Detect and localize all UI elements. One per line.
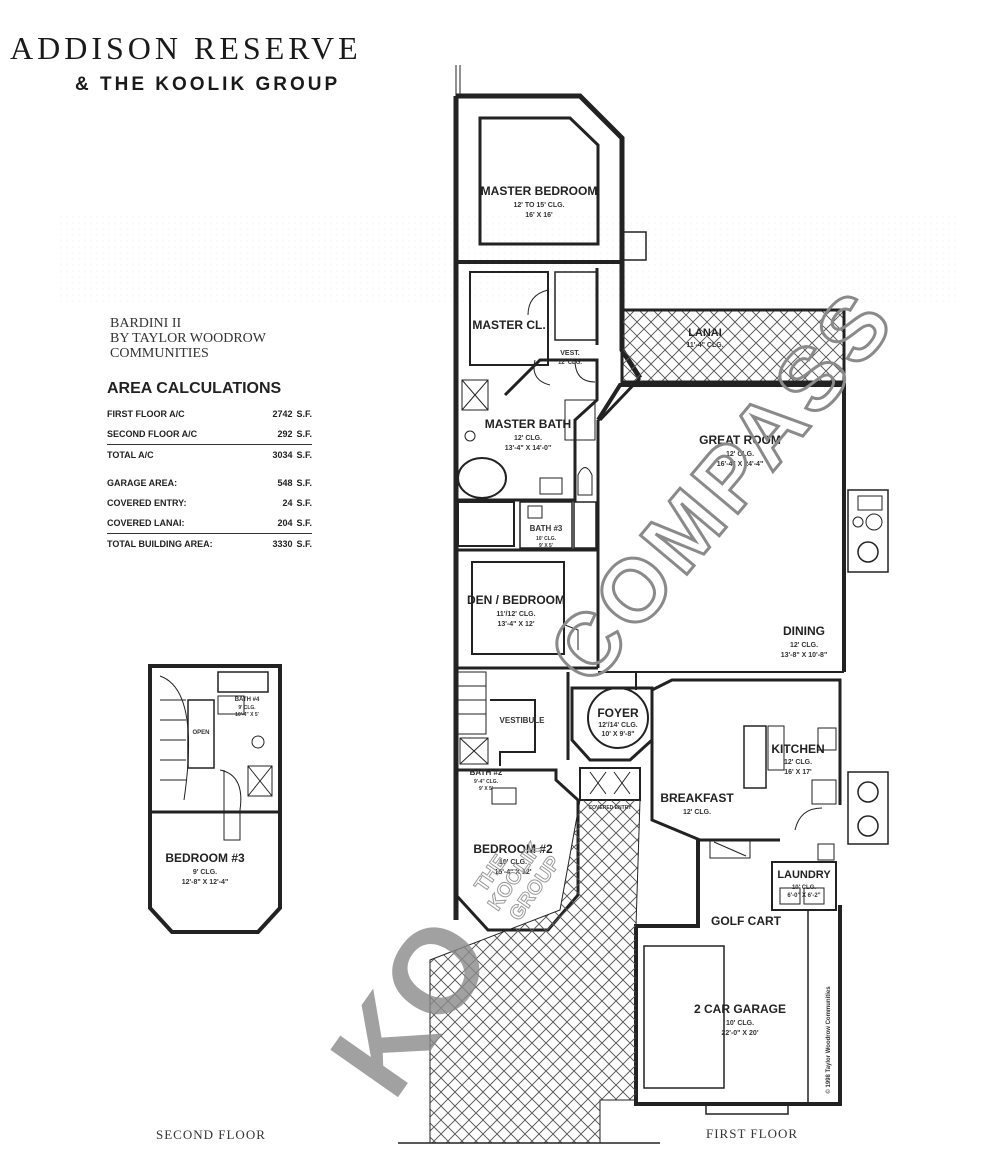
open-label: OPEN: [192, 730, 209, 736]
area-label: TOTAL BUILDING AREA:: [107, 539, 213, 549]
svg-text:9' CLG.: 9' CLG.: [193, 869, 217, 876]
kitchen-label: KITCHEN: [771, 742, 824, 756]
copyright-label: © 1998 Taylor Woodrow Communities: [825, 986, 832, 1094]
svg-text:13'-4" X 14'-0": 13'-4" X 14'-0": [505, 445, 552, 452]
svg-text:12'-8" X 12'-4": 12'-8" X 12'-4": [182, 879, 229, 886]
master-bath-label: MASTER BATH: [485, 417, 571, 431]
svg-text:9' CLG.: 9' CLG.: [238, 705, 256, 711]
area-unit: S.F.: [296, 429, 312, 439]
area-unit: S.F.: [296, 450, 312, 460]
svg-text:10' CLG.: 10' CLG.: [792, 885, 816, 891]
master-closet-label: MASTER CL.: [472, 318, 545, 332]
area-title: AREA CALCULATIONS: [107, 380, 282, 397]
vestibule-label: VESTIBULE: [500, 716, 546, 725]
master-bedroom-label: MASTER BEDROOM: [481, 184, 598, 198]
svg-text:13'-4" X 12': 13'-4" X 12': [497, 621, 534, 628]
svg-text:12' CLG.: 12' CLG.: [514, 435, 542, 442]
second-floor-label: SECOND FLOOR: [156, 1127, 266, 1142]
svg-text:16' X 17': 16' X 17': [784, 769, 812, 776]
svg-text:11'/12' CLG.: 11'/12' CLG.: [496, 611, 535, 618]
builder-line1: BY TAYLOR WOODROW: [110, 331, 266, 346]
svg-text:10' CLG.: 10' CLG.: [726, 1020, 754, 1027]
svg-text:22'-0" X 20': 22'-0" X 20': [721, 1030, 758, 1037]
svg-text:9' X 5': 9' X 5': [479, 786, 493, 792]
area-value: 548: [277, 478, 293, 488]
area-value: 2742: [272, 409, 293, 419]
svg-text:12' CLG.: 12' CLG.: [558, 360, 582, 366]
breakfast-label: BREAKFAST: [660, 791, 734, 805]
area-unit: S.F.: [296, 409, 312, 419]
bath2-label: BATH #2: [470, 768, 503, 777]
brand-subtitle: & THE KOOLIK GROUP: [75, 74, 341, 95]
area-value: 204: [277, 518, 293, 528]
svg-text:6'-0" X 6'-2": 6'-0" X 6'-2": [787, 893, 820, 899]
garage-label: 2 CAR GARAGE: [694, 1002, 786, 1016]
area-unit: S.F.: [296, 539, 312, 549]
svg-text:10' CLG.: 10' CLG.: [499, 859, 527, 866]
covered-entry-label: COVERED ENTRY: [589, 805, 633, 811]
first-floor-plan: [398, 65, 889, 1144]
area-label: FIRST FLOOR A/C: [107, 409, 185, 419]
svg-text:12' TO 15' CLG.: 12' TO 15' CLG.: [513, 202, 564, 209]
svg-text:16'-4" X 24'-4": 16'-4" X 24'-4": [717, 461, 764, 468]
golf-cart-label: GOLF CART: [711, 914, 782, 928]
great-room-label: GREAT ROOM: [699, 433, 781, 447]
area-value: 3330: [272, 539, 293, 549]
bath3-label: BATH #3: [530, 524, 563, 533]
builder-line2: COMMUNITIES: [110, 346, 209, 361]
lanai-label: LANAI: [688, 327, 722, 339]
svg-text:10' CLG.: 10' CLG.: [536, 536, 557, 542]
area-value: 24: [282, 498, 293, 508]
model-name: BARDINI II: [110, 316, 182, 331]
svg-text:12' CLG.: 12' CLG.: [784, 759, 812, 766]
area-value: 3034: [272, 450, 293, 460]
bedroom3-label: BEDROOM #3: [165, 851, 245, 865]
den-bedroom-label: DEN / BEDROOM: [467, 593, 565, 607]
svg-text:15'-4" X 12': 15'-4" X 12': [494, 869, 531, 876]
area-value: 292: [277, 429, 293, 439]
area-unit: S.F.: [296, 478, 312, 488]
area-unit: S.F.: [296, 498, 312, 508]
svg-text:10' X 9'-8": 10' X 9'-8": [601, 731, 634, 738]
room-labels: MASTER BEDROOM 12' TO 15' CLG. 16' X 16'…: [165, 184, 832, 1094]
first-floor-label: FIRST FLOOR: [706, 1126, 799, 1141]
area-label: COVERED ENTRY:: [107, 498, 187, 508]
area-unit: S.F.: [296, 518, 312, 528]
foyer-label: FOYER: [597, 706, 639, 720]
svg-text:16' X 16': 16' X 16': [525, 212, 553, 219]
bedroom2-label: BEDROOM #2: [473, 842, 553, 856]
svg-text:13'-8" X 10'-8": 13'-8" X 10'-8": [781, 652, 828, 659]
dining-label: DINING: [783, 624, 825, 638]
svg-text:10'-4" X 5': 10'-4" X 5': [235, 712, 259, 718]
svg-text:9'-4" CLG.: 9'-4" CLG.: [474, 779, 499, 785]
svg-text:12' CLG.: 12' CLG.: [683, 809, 711, 816]
laundry-label: LAUNDRY: [777, 869, 831, 881]
svg-text:12' CLG.: 12' CLG.: [790, 642, 818, 649]
bath4-label: BATH #4: [235, 697, 260, 703]
area-label: COVERED LANAI:: [107, 518, 185, 528]
svg-text:12'/14' CLG.: 12'/14' CLG.: [598, 722, 638, 729]
svg-text:9' X 5': 9' X 5': [539, 543, 553, 549]
area-label: SECOND FLOOR A/C: [107, 429, 198, 439]
area-label: GARAGE AREA:: [107, 478, 178, 488]
second-floor-plan: [148, 664, 282, 934]
brand-title: ADDISON RESERVE: [10, 30, 362, 66]
model-info: BARDINI II BY TAYLOR WOODROW COMMUNITIES: [110, 316, 266, 361]
vest-label: VEST.: [560, 350, 580, 357]
svg-text:11'-4" CLG.: 11'-4" CLG.: [686, 342, 723, 349]
svg-text:12' CLG.: 12' CLG.: [726, 451, 754, 458]
area-label: TOTAL A/C: [107, 450, 154, 460]
